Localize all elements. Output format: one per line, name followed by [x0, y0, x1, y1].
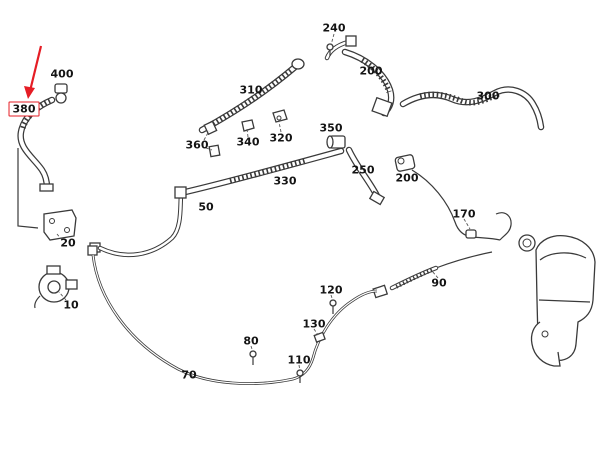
part-label-240: 240	[322, 21, 346, 35]
hose-90	[372, 251, 493, 299]
part-label-120: 120	[319, 283, 343, 297]
bracket-320	[272, 109, 288, 123]
part-label-340: 340	[236, 135, 260, 149]
leader-lines	[56, 33, 471, 372]
part-label-70: 70	[181, 368, 197, 382]
line-170	[411, 169, 512, 241]
part-label-330: 330	[273, 174, 297, 188]
part-label-200-top: 200	[359, 64, 383, 78]
hose-50	[89, 193, 184, 258]
hose-250	[345, 146, 386, 206]
highlight-arrow	[24, 45, 43, 99]
clamps-360	[203, 120, 221, 158]
part-label-300: 300	[476, 89, 500, 103]
part-label-380: 380	[8, 101, 40, 117]
part-label-80: 80	[243, 334, 259, 348]
part-label-250: 250	[351, 163, 375, 177]
highlight-arrow-line	[28, 45, 43, 92]
hose-200-top	[341, 48, 395, 118]
part-label-400: 400	[50, 67, 74, 81]
part-label-50: 50	[198, 200, 214, 214]
bracket-20	[43, 209, 77, 241]
part-label-10: 10	[63, 298, 79, 312]
bolt-120	[329, 299, 337, 314]
part-label-320: 320	[269, 131, 293, 145]
part-label-360: 360	[185, 138, 209, 152]
pipe-70	[87, 245, 378, 385]
hose-300	[399, 86, 545, 131]
part-label-170: 170	[452, 207, 476, 221]
connector-350	[326, 135, 346, 149]
part-label-310: 310	[239, 83, 263, 97]
part-label-200-mid: 200	[395, 171, 419, 185]
part-label-20: 20	[60, 236, 76, 250]
hose-330	[174, 147, 345, 199]
bolt-110	[296, 369, 304, 383]
part-label-130: 130	[302, 317, 326, 331]
bracket-340	[241, 119, 255, 132]
fitting-240	[324, 35, 357, 61]
fitting-400	[54, 83, 68, 104]
part-label-350: 350	[319, 121, 343, 135]
connector-200-mid	[394, 154, 416, 172]
bolt-80	[249, 350, 257, 365]
part-label-110: 110	[287, 353, 311, 367]
highlight-arrow-head	[24, 86, 35, 99]
expansion-tank	[518, 234, 596, 367]
clamp-130	[313, 331, 326, 343]
panel-edge-line	[17, 148, 39, 229]
part-label-90: 90	[431, 276, 447, 290]
